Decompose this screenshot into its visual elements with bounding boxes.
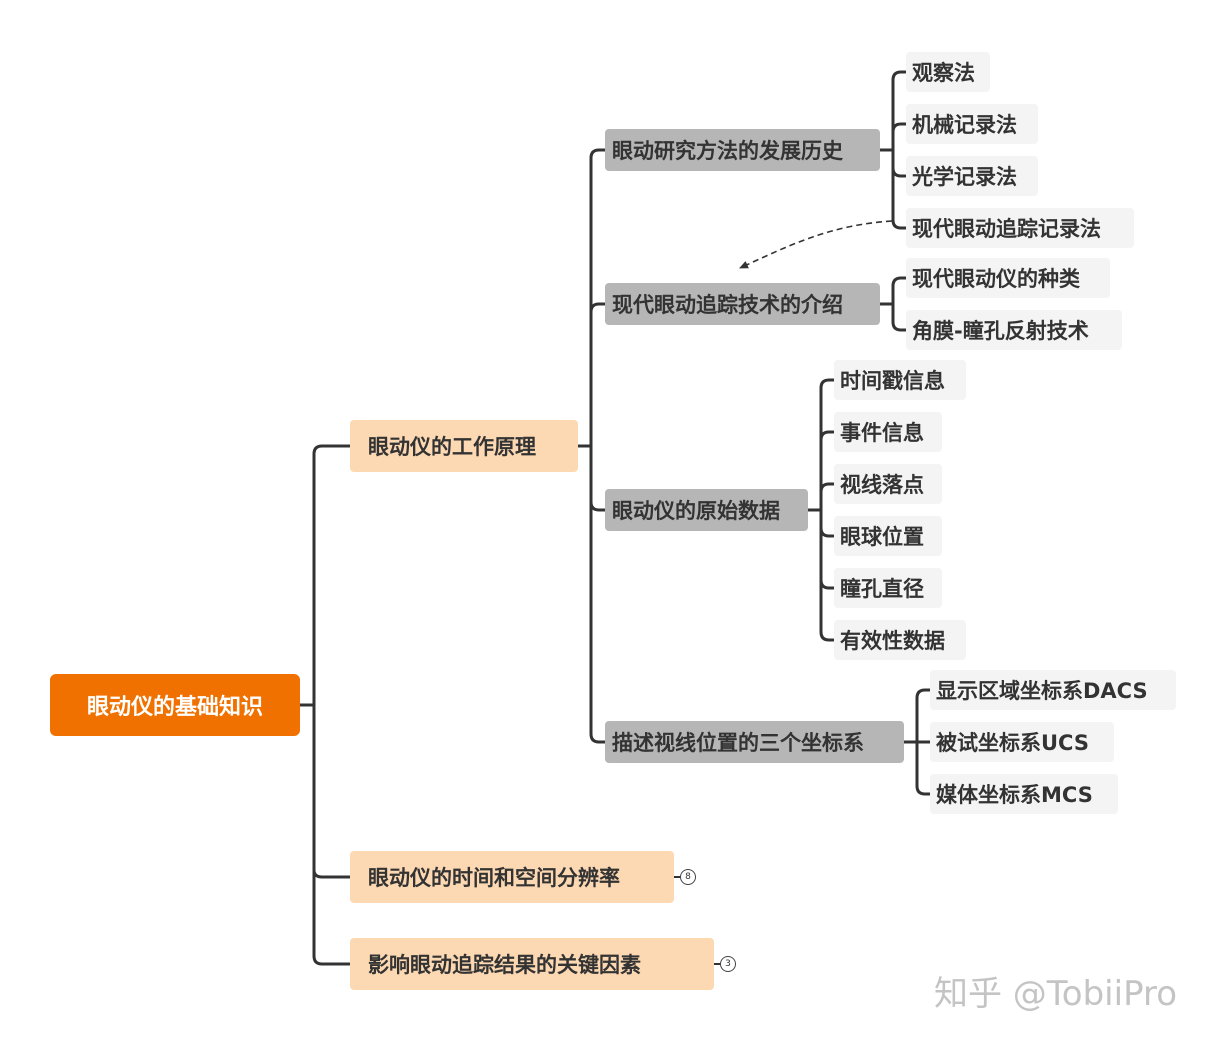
branch-node-resolution[interactable]: 眼动仪的时间和空间分辨率 [350,851,674,903]
subbranch-node-modern-tech[interactable]: 现代眼动追踪技术的介绍 [605,283,880,325]
leaf-node[interactable]: 角膜-瞳孔反射技术 [906,310,1122,350]
leaf-node[interactable]: 被试坐标系UCS [930,722,1114,762]
collapsed-count-badge[interactable]: 3 [720,956,736,972]
subbranch-node-raw-data[interactable]: 眼动仪的原始数据 [605,489,808,531]
connector-l2-history [589,148,607,448]
connector-root-branch2 [312,703,352,879]
watermark-text: 知乎 @TobiiPro [934,974,1178,1014]
leaf-node[interactable]: 显示区域坐标系DACS [930,670,1176,710]
relationship-arrow [739,220,893,269]
branch-node-key-factors[interactable]: 影响眼动追踪结果的关键因素 [350,938,714,990]
connector-root-branch1 [312,444,352,707]
leaf-node[interactable]: 时间戳信息 [834,360,966,400]
leaf-node[interactable]: 媒体坐标系MCS [930,774,1118,814]
leaf-node[interactable]: 观察法 [906,52,990,92]
connector-root-branch3 [312,703,352,966]
leaf-node[interactable]: 机械记录法 [906,104,1038,144]
connector-l2-modern [589,302,607,448]
leaf-node[interactable]: 事件信息 [834,412,942,452]
leaf-node[interactable]: 光学记录法 [906,156,1038,196]
subbranch-node-history[interactable]: 眼动研究方法的发展历史 [605,129,880,171]
connector-l2-coords [589,444,607,744]
subbranch-node-coordinate-systems[interactable]: 描述视线位置的三个坐标系 [605,721,904,763]
leaf-node[interactable]: 现代眼动追踪记录法 [906,208,1134,248]
collapsed-count-badge[interactable]: 8 [680,869,696,885]
leaf-node[interactable]: 瞳孔直径 [834,568,942,608]
branch-node-working-principle[interactable]: 眼动仪的工作原理 [350,420,578,472]
leaf-node[interactable]: 现代眼动仪的种类 [906,258,1110,298]
connector-l2-rawdata [589,444,607,512]
root-node[interactable]: 眼动仪的基础知识 [50,674,300,736]
leaf-node[interactable]: 眼球位置 [834,516,942,556]
leaf-node[interactable]: 有效性数据 [834,620,966,660]
leaf-node[interactable]: 视线落点 [834,464,942,504]
